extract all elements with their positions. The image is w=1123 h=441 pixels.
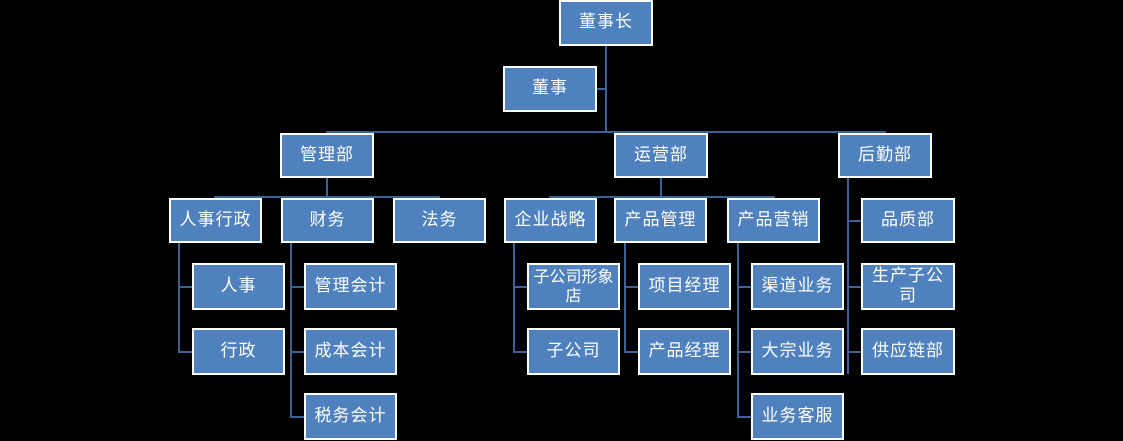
connector-mgmt-stem [326, 178, 328, 196]
node-mgmt-dept[interactable]: 管理部 [280, 133, 374, 178]
connector-hradmin-spine [178, 243, 180, 351]
connector-prodmkt-spine [737, 243, 739, 417]
node-cost-accounting[interactable]: 成本会计 [304, 328, 397, 375]
node-director[interactable]: 董事 [503, 66, 597, 112]
connector-mgmtacct-stub [290, 286, 304, 288]
connector-chairman-down [605, 46, 607, 132]
node-subsidiary-store[interactable]: 子公司形象 店 [527, 263, 620, 310]
connector-channel-stub [737, 286, 751, 288]
node-business-service[interactable]: 业务客服 [751, 393, 844, 440]
connector-projmgr-stub [624, 286, 638, 288]
node-ops-dept[interactable]: 运营部 [614, 133, 708, 178]
node-channel-business[interactable]: 渠道业务 [751, 263, 844, 310]
connector-hr-stub [178, 286, 192, 288]
node-product-manager[interactable]: 产品经理 [638, 328, 731, 375]
node-project-manager[interactable]: 项目经理 [638, 263, 731, 310]
connector-bulk-stub [737, 351, 751, 353]
connector-strategy-spine [513, 243, 515, 351]
node-hr-admin[interactable]: 人事行政 [169, 198, 262, 243]
connector-logistics-spine [847, 178, 849, 374]
connector-ops-stem [660, 178, 662, 196]
connector-level3-bar [326, 131, 886, 133]
connector-director-stub [597, 88, 606, 90]
node-bulk-business[interactable]: 大宗业务 [751, 328, 844, 375]
node-product-mgmt[interactable]: 产品管理 [614, 198, 707, 243]
node-tax-accounting[interactable]: 税务会计 [304, 393, 397, 440]
node-quality-dept[interactable]: 品质部 [861, 198, 955, 243]
node-legal[interactable]: 法务 [393, 198, 486, 243]
node-subsidiary[interactable]: 子公司 [527, 328, 620, 375]
connector-admin-stub [178, 351, 192, 353]
connector-prodsub-stub [847, 286, 861, 288]
connector-finance-spine [290, 243, 292, 417]
node-corp-strategy[interactable]: 企业战略 [504, 198, 597, 243]
connector-substore-stub [513, 286, 527, 288]
node-supply-chain[interactable]: 供应链部 [861, 328, 955, 375]
connector-quality-stub [847, 220, 861, 222]
node-chairman[interactable]: 董事长 [559, 0, 653, 46]
node-finance[interactable]: 财务 [281, 198, 374, 243]
connector-prodmgr-stub [624, 351, 638, 353]
node-product-marketing[interactable]: 产品营销 [727, 198, 820, 243]
node-admin[interactable]: 行政 [192, 328, 285, 375]
connector-costacct-stub [290, 351, 304, 353]
connector-sub-stub [513, 351, 527, 353]
connector-taxacct-stub [290, 416, 304, 418]
connector-prodmgmt-spine [624, 243, 626, 351]
connector-supply-stub [847, 351, 861, 353]
node-hr[interactable]: 人事 [192, 263, 285, 310]
node-production-subsidiary[interactable]: 生产子公司 [861, 263, 955, 310]
connector-bizservice-stub [737, 416, 751, 418]
node-mgmt-accounting[interactable]: 管理会计 [304, 263, 397, 310]
node-logistics-dept[interactable]: 后勤部 [838, 133, 932, 178]
